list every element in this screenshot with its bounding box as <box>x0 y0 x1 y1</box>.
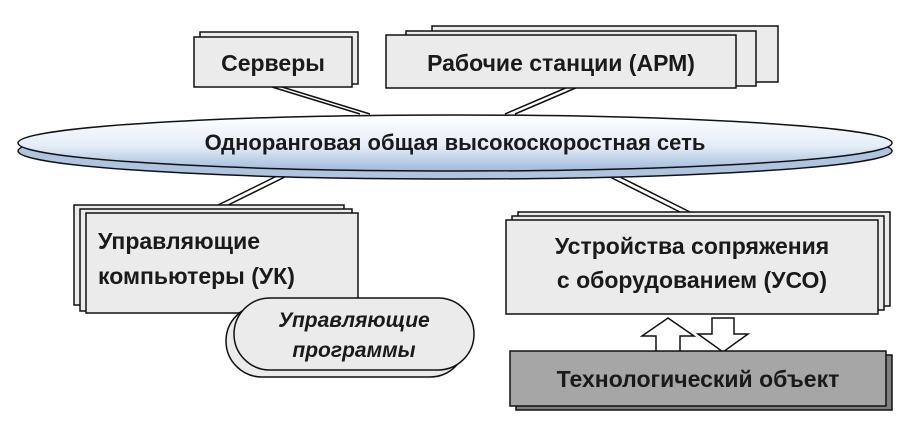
control-programs-label-line2: программы <box>292 339 415 362</box>
connector-servers-network <box>271 86 371 115</box>
connector-workstations-network <box>504 86 579 115</box>
servers-label: Серверы <box>221 50 325 76</box>
control-computers-label-line1: Управляющие <box>98 228 260 254</box>
control-computers-node: Управляющие компьютеры (УК) <box>73 204 359 314</box>
up-arrow-icon <box>639 317 697 355</box>
workstations-node: Рабочие станции (АРМ) <box>385 25 779 89</box>
control-programs-node: Управляющие программы <box>225 297 475 378</box>
down-arrow-icon <box>695 317 751 353</box>
servers-node: Серверы <box>193 31 359 88</box>
tech-object-label: Технологический объект <box>557 366 840 392</box>
connector-network-interface-devices <box>599 171 691 213</box>
workstations-label: Рабочие станции (АРМ) <box>427 50 695 76</box>
interface-devices-label-line2: с оборудованием (УСО) <box>557 267 827 293</box>
interface-devices-node: Устройства сопряжения с оборудованием (У… <box>505 211 891 315</box>
network-disc: Одноранговая общая высокоскоростная сеть <box>17 114 893 180</box>
control-programs-label-line1: Управляющие <box>278 309 430 332</box>
connector-network-control-computers <box>209 171 296 210</box>
tech-object-node: Технологический объект <box>509 350 893 411</box>
interface-devices-label-line1: Устройства сопряжения <box>555 233 829 259</box>
control-computers-label-line2: компьютеры (УК) <box>98 263 295 289</box>
network-label: Одноранговая общая высокоскоростная сеть <box>205 130 706 155</box>
